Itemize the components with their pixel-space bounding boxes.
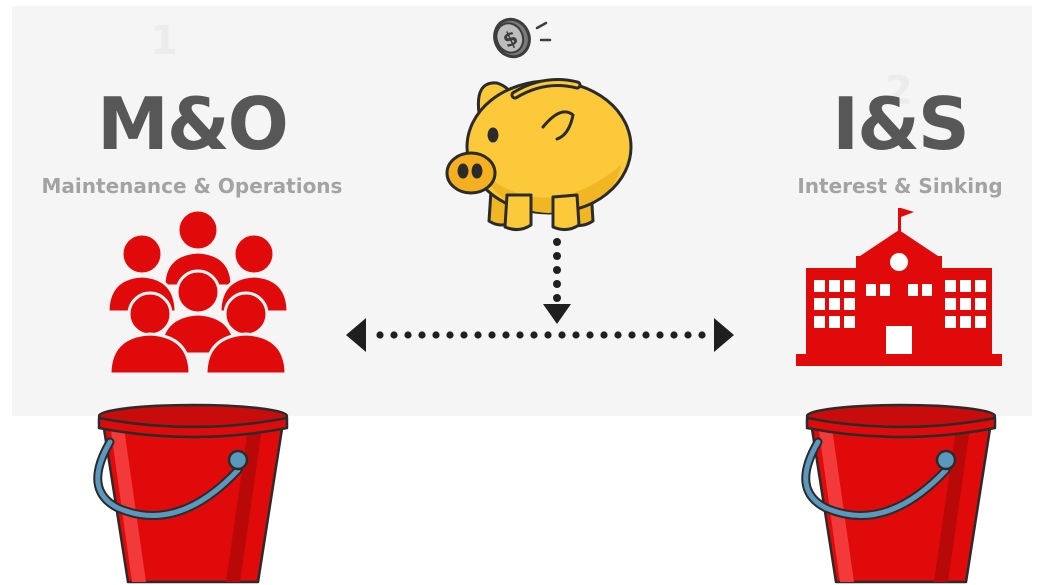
bucket-icon [801, 403, 997, 584]
dollar-coin-icon: $ [493, 17, 552, 59]
mo-subtitle: Maintenance & Operations [41, 174, 343, 198]
bucket-icon [93, 403, 289, 584]
down-arrow-head [543, 304, 571, 324]
piggy-bank-icon [445, 78, 633, 232]
is-subtitle: Interest & Sinking [797, 174, 1003, 198]
left-arrow-head [346, 318, 366, 352]
double-headed-arrow-icon [346, 238, 734, 352]
people-group-icon [106, 208, 290, 376]
ghost-mark-right: 2 [885, 68, 913, 114]
ghost-mark-left: 1 [150, 18, 178, 64]
school-building-icon [796, 208, 1002, 366]
is-title: I&S [832, 82, 969, 166]
right-arrow-head [714, 318, 734, 352]
mo-title: M&O [97, 82, 289, 166]
